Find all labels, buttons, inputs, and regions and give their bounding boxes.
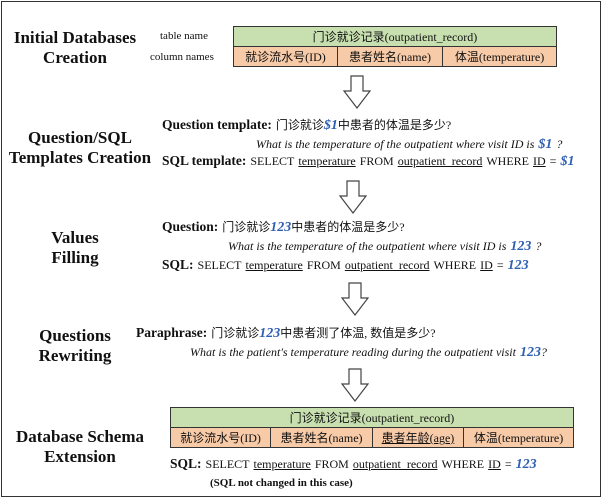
schema-table-initial: 门诊就诊记录(outpatient_record) 就诊流水号(ID) 患者姓名… [233,26,557,67]
column-temperature: 体温(temperature) [442,46,557,67]
down-arrow-icon [339,180,367,214]
table-name-cell: 门诊就诊记录(outpatient_record) [170,407,574,428]
extension-sql-line: SQL: SELECT temperature FROM outpatient_… [170,456,537,472]
down-arrow-icon [341,368,369,402]
paraphrase-english: What is the patient's temperature readin… [190,345,547,360]
sql-template-line: SQL template: SELECT temperature FROM ou… [162,153,575,169]
column-names-label: column names [150,51,214,63]
sql-unchanged-note: (SQL not changed in this case) [210,477,353,489]
paraphrase-line: Paraphrase: 门诊就诊123中患者测了体温, 数值是多少? [136,325,436,341]
question-template-english: What is the temperature of the outpatien… [256,137,563,152]
column-name: 患者姓名(name) [336,46,444,67]
sql-line: SQL: SELECT temperature FROM outpatient_… [162,257,529,273]
column-age: 患者年龄(age) [371,427,465,448]
column-id: 就诊流水号(ID) [169,427,272,448]
schema-table-extended: 门诊就诊记录(outpatient_record) 就诊流水号(ID) 患者姓名… [169,407,574,448]
question-english: What is the temperature of the outpatien… [228,239,542,254]
down-arrow-icon [341,282,369,316]
column-name: 患者姓名(name) [270,427,373,448]
filled-value: 123 [270,220,292,235]
table-name-label: table name [160,30,208,42]
column-id: 就诊流水号(ID) [233,46,338,67]
down-arrow-icon [343,75,371,109]
table-name-cell: 门诊就诊记录(outpatient_record) [233,26,557,47]
question-template-line: Question template: 门诊就诊$1中患者的体温是多少? [162,117,452,133]
template-param: $1 [323,118,338,133]
column-temperature: 体温(temperature) [463,427,574,448]
question-line: Question: 门诊就诊123中患者的体温是多少? [162,219,405,235]
